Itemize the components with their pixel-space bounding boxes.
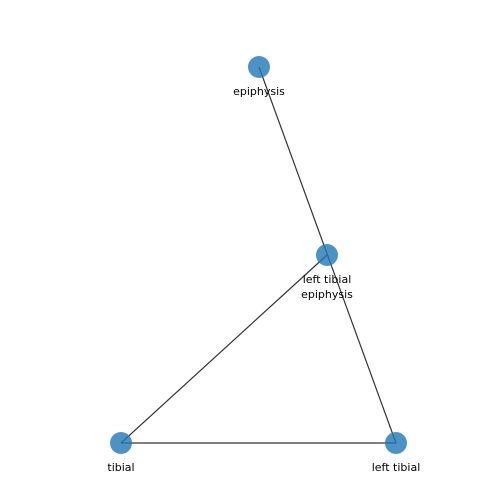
node-label-line: epiphysis — [301, 288, 353, 301]
node-label-line: left tibial — [303, 273, 352, 286]
node-label-tibial: tibial — [107, 461, 134, 474]
node-label-epiphysis: epiphysis — [233, 85, 285, 98]
edges-layer — [120, 66, 397, 444]
node-label-left-tibial-epiphysis: left tibial epiphysis — [301, 273, 353, 301]
node-label-line: tibial — [107, 461, 134, 474]
nodes-layer — [110, 56, 407, 454]
node-label-line: epiphysis — [233, 85, 285, 98]
edge-left-tibial-epiphysis-tibial — [120, 254, 328, 444]
node-epiphysis — [248, 56, 270, 78]
node-left-tibial — [385, 432, 407, 454]
node-left-tibial-epiphysis — [316, 244, 338, 266]
labels-layer: epiphysis left tibial epiphysis tibial left … — [107, 85, 420, 474]
node-tibial — [110, 432, 132, 454]
node-label-left-tibial: left tibial — [372, 461, 421, 474]
node-label-line: left tibial — [372, 461, 421, 474]
